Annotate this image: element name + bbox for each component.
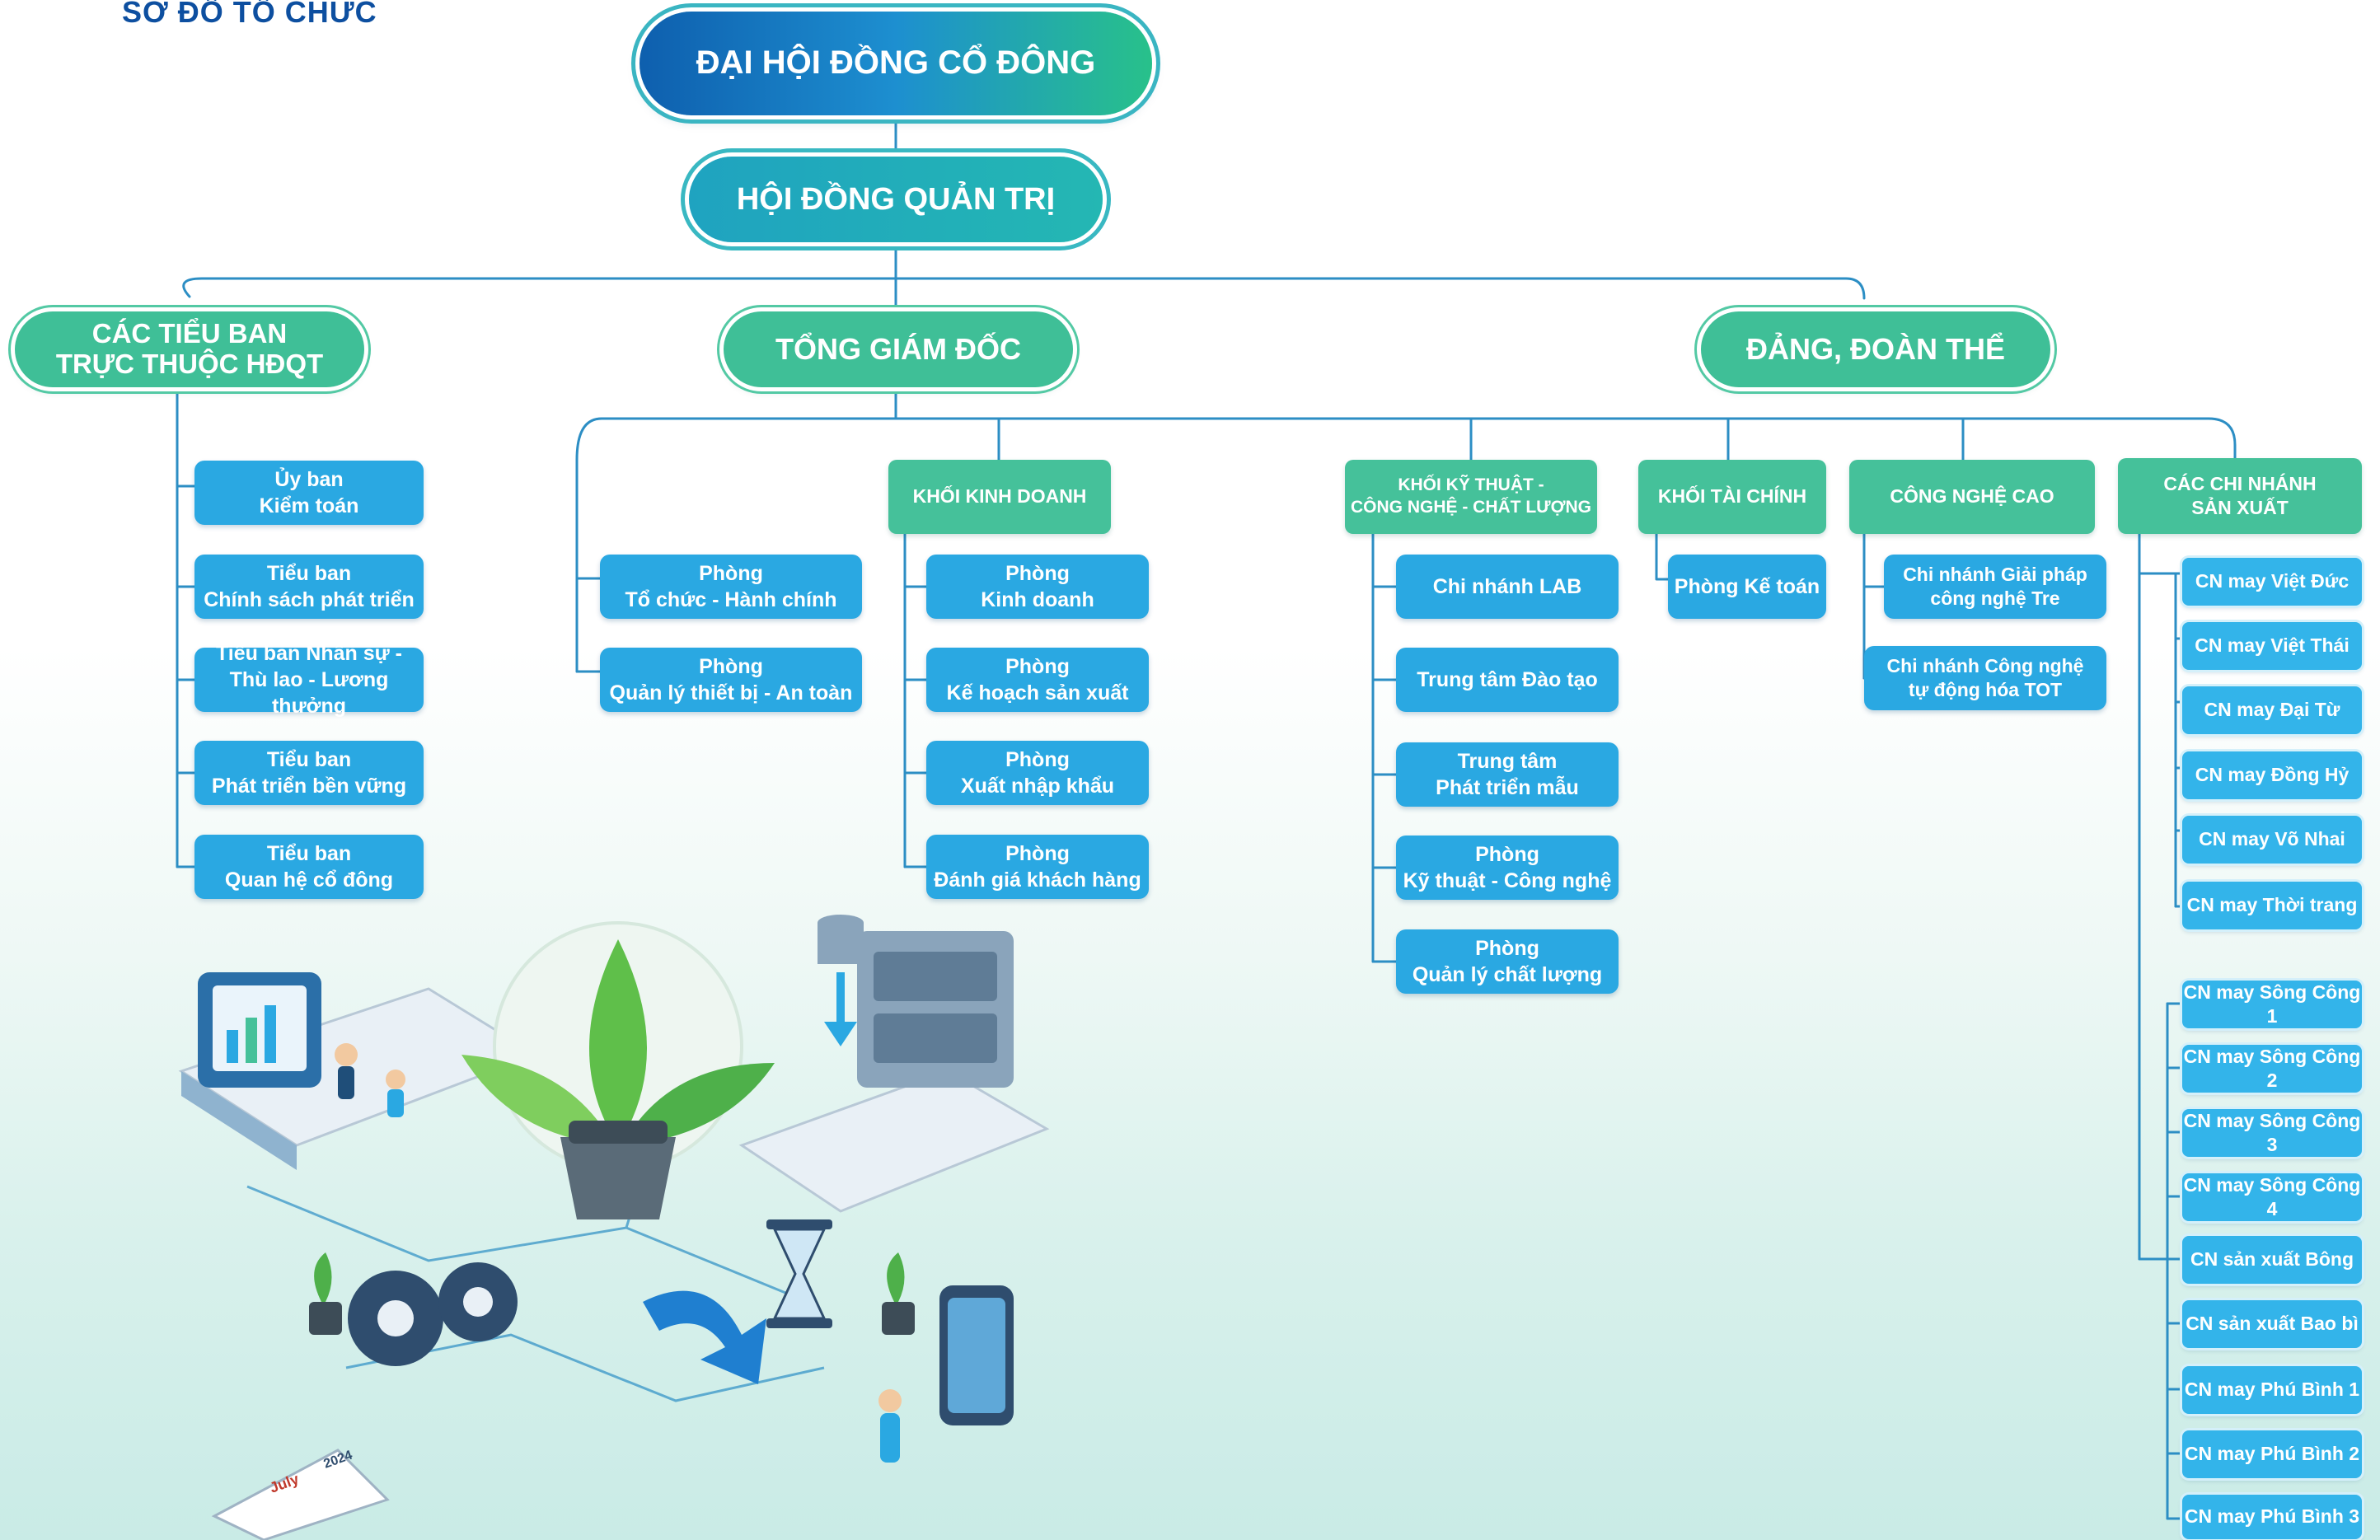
dept-sales: Phòng Kinh doanh xyxy=(926,555,1149,619)
party-unions-node: ĐẢNG, ĐOÀN THỂ xyxy=(1701,311,2050,387)
dept-import-export: Phòng Xuất nhập khẩu xyxy=(926,741,1149,805)
branch-item: CN sản xuất Bao bì xyxy=(2182,1300,2362,1348)
dept-organization-admin: Phòng Tổ chức - Hành chính xyxy=(600,555,862,619)
potted-plant-icon xyxy=(882,1252,915,1335)
committee-hr-compensation: Tiểu ban Nhân sự - Thù lao - Lương thưởn… xyxy=(194,642,424,718)
dept-accounting: Phòng Kế toán xyxy=(1668,555,1826,619)
branch-tot-automation: Chi nhánh Công nghệ tự động hóa TOT xyxy=(1864,646,2106,710)
branch-item: CN may Phú Bình 1 xyxy=(2182,1366,2362,1414)
branch-item: CN may Võ Nhai xyxy=(2182,816,2362,864)
ceo-node: TỔNG GIÁM ĐỐC xyxy=(724,311,1073,387)
board-of-directors-node: HỘI ĐỒNG QUẢN TRỊ xyxy=(689,157,1103,242)
branch-item: CN may Sông Công 4 xyxy=(2182,1173,2362,1221)
sample-development-center: Trung tâm Phát triển mẫu xyxy=(1396,742,1619,807)
potted-plant-icon xyxy=(309,1252,342,1335)
dept-production-planning: Phòng Kế hoạch sản xuất xyxy=(926,648,1149,712)
calendar-icon: July 2024 xyxy=(211,1449,390,1540)
branch-item: CN may Việt Thái xyxy=(2182,622,2362,670)
group-tech-quality: KHỐI KỸ THUẬT - CÔNG NGHỆ - CHẤT LƯỢNG xyxy=(1345,460,1597,534)
branch-bamboo-tech: Chi nhánh Giải pháp công nghệ Tre xyxy=(1884,555,2106,619)
branch-item: CN may Sông Công 2 xyxy=(2182,1045,2362,1093)
group-finance: KHỐI TÀI CHÍNH xyxy=(1638,460,1826,534)
recycle-illustration xyxy=(643,1290,766,1384)
group-high-tech: CÔNG NGHỆ CAO xyxy=(1849,460,2095,534)
branch-item: CN may Đại Từ xyxy=(2182,686,2362,734)
branch-item: CN may Phú Bình 2 xyxy=(2182,1430,2362,1478)
branch-item: CN may Việt Đức xyxy=(2182,558,2362,606)
branch-item: CN may Thời trang xyxy=(2182,882,2362,929)
committee-investor-relations: Tiểu ban Quan hệ cổ đông xyxy=(194,835,424,899)
branch-lab: Chi nhánh LAB xyxy=(1396,555,1619,619)
technology-illustration: July 2024 xyxy=(178,915,1050,1540)
gears-illustration xyxy=(348,1262,518,1366)
committees-node: CÁC TIỂU BAN TRỰC THUỘC HĐQT xyxy=(15,311,364,387)
committee-audit: Ủy ban Kiểm toán xyxy=(194,461,424,525)
group-business: KHỐI KINH DOANH xyxy=(888,460,1111,534)
data-laptop-illustration xyxy=(738,915,1050,1213)
branch-item: CN may Phú Bình 3 xyxy=(2182,1495,2362,1539)
office-platform-illustration xyxy=(178,972,539,1170)
page-title: SƠ ĐỒ TỔ CHỨC xyxy=(122,0,377,29)
branch-item: CN may Sông Công 1 xyxy=(2182,981,2362,1028)
dept-equipment-safety: Phòng Quản lý thiết bị - An toàn xyxy=(600,648,862,712)
lightbulb-plant-illustration xyxy=(461,921,775,1219)
dept-quality-management: Phòng Quản lý chất lượng xyxy=(1396,929,1619,994)
committee-sustainability: Tiểu ban Phát triển bền vững xyxy=(194,741,424,805)
hourglass-illustration xyxy=(766,1219,832,1328)
training-center: Trung tâm Đào tạo xyxy=(1396,648,1619,712)
shareholders-meeting-node: ĐẠI HỘI ĐỒNG CỔ ĐÔNG xyxy=(640,12,1152,115)
branch-item: CN sản xuất Bông xyxy=(2182,1236,2362,1284)
group-production-branches: CÁC CHI NHÁNH SẢN XUẤT xyxy=(2118,458,2362,534)
dept-customer-assessment: Phòng Đánh giá khách hàng xyxy=(926,835,1149,899)
mobile-phone-illustration xyxy=(878,1285,1014,1463)
branch-item: CN may Sông Công 3 xyxy=(2182,1109,2362,1157)
dept-technical-technology: Phòng Kỹ thuật - Công nghệ xyxy=(1396,836,1619,900)
branch-item: CN may Đồng Hỷ xyxy=(2182,751,2362,799)
committee-development-policy: Tiểu ban Chính sách phát triển xyxy=(194,555,424,619)
